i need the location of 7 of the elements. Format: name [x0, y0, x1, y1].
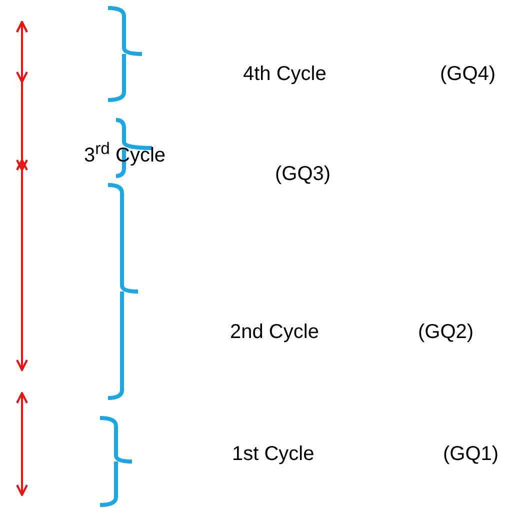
- cycle-label: 4th Cycle: [243, 63, 326, 85]
- cycle-label: (GQ2): [418, 321, 474, 343]
- cycle-label: 2nd Cycle: [230, 321, 319, 343]
- cycle-label: 1st Cycle: [232, 443, 314, 465]
- cycle-label: (GQ3): [275, 163, 331, 185]
- cycle-label: (GQ4): [440, 63, 496, 85]
- cycle-label: (GQ1): [443, 443, 499, 465]
